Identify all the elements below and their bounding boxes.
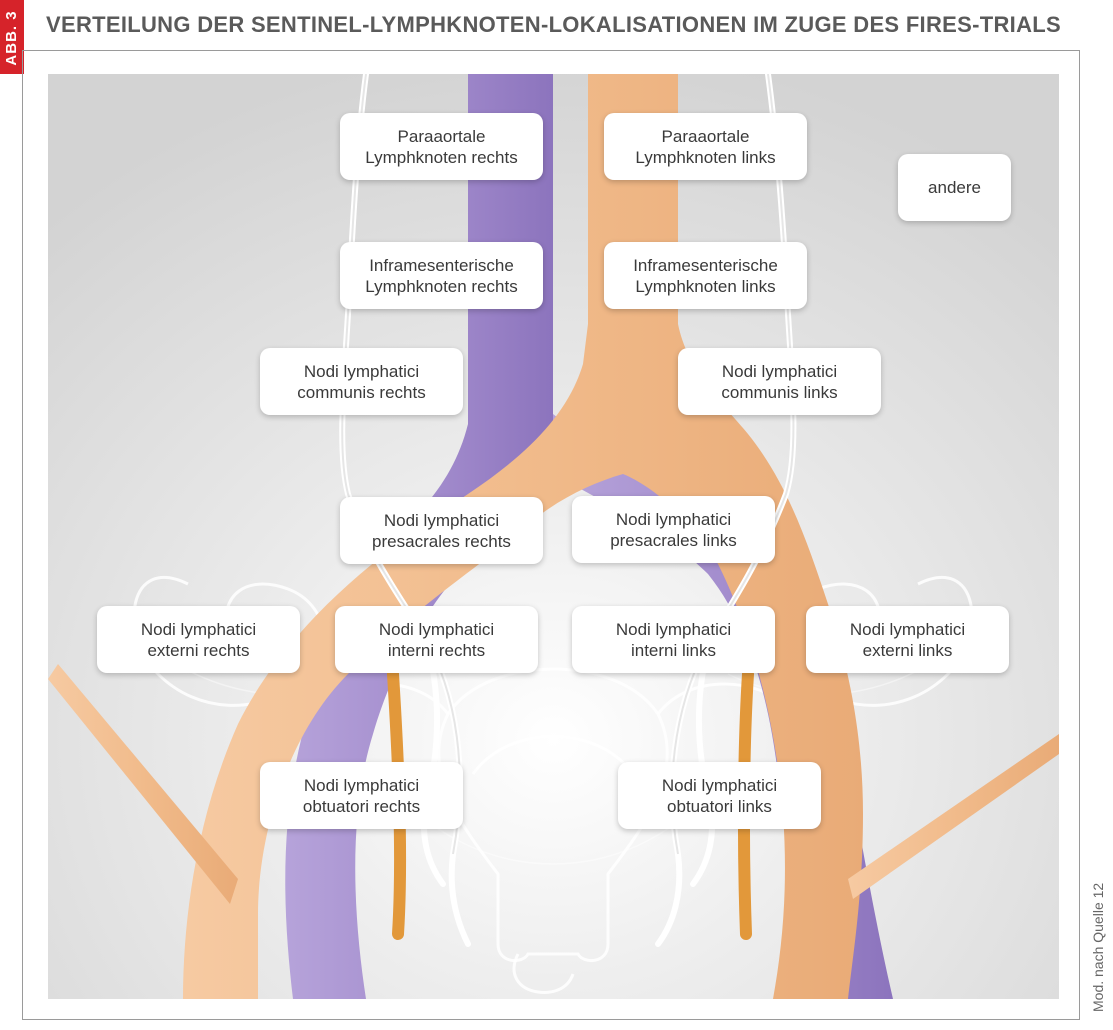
label-line: Nodi lymphatici [140, 619, 257, 639]
figure-badge-text: ABB. 3 [3, 10, 20, 66]
label-line: Nodi lymphatici [378, 619, 495, 639]
label-other: andere [898, 154, 1011, 221]
label-line: Nodi lymphatici [303, 775, 420, 795]
label-line: communis links [721, 382, 838, 402]
label-line: Lymphknoten rechts [365, 276, 518, 296]
label-line: Nodi lymphatici [303, 361, 420, 381]
label-line: communis rechts [297, 382, 426, 402]
source-credit: Mod. nach Quelle 12 [1090, 882, 1106, 1012]
label-line: Nodi lymphatici [383, 510, 500, 530]
figure-title: VERTEILUNG DER SENTINEL-LYMPHKNOTEN-LOKA… [46, 12, 1061, 37]
label-line: andere [928, 178, 981, 197]
label-line: Nodi lymphatici [615, 619, 732, 639]
label-line: Paraaortale [661, 126, 750, 146]
label-line: externi links [862, 640, 953, 660]
label-line: Lymphknoten links [635, 147, 776, 167]
label-line: obtuatori rechts [302, 796, 421, 816]
figure-frame [22, 50, 1080, 1020]
label-line: Inframesenterische [633, 255, 778, 275]
label-line: externi rechts [147, 640, 250, 660]
label-line: Inframesenterische [369, 255, 514, 275]
label-line: presacrales rechts [372, 531, 511, 551]
label-line: obtuatori links [667, 796, 772, 816]
label-line: Nodi lymphatici [615, 509, 732, 529]
label-line: Lymphknoten links [635, 276, 776, 296]
label-line: interni links [630, 640, 717, 660]
label-line: presacrales links [610, 530, 737, 550]
label-line: Lymphknoten rechts [365, 147, 518, 167]
figure-badge: ABB. 3 [0, 0, 24, 74]
label-line: Nodi lymphatici [661, 775, 778, 795]
label-line: Nodi lymphatici [849, 619, 966, 639]
label-line: Nodi lymphatici [721, 361, 838, 381]
label-line: Paraaortale [397, 126, 486, 146]
label-line: interni rechts [387, 640, 486, 660]
